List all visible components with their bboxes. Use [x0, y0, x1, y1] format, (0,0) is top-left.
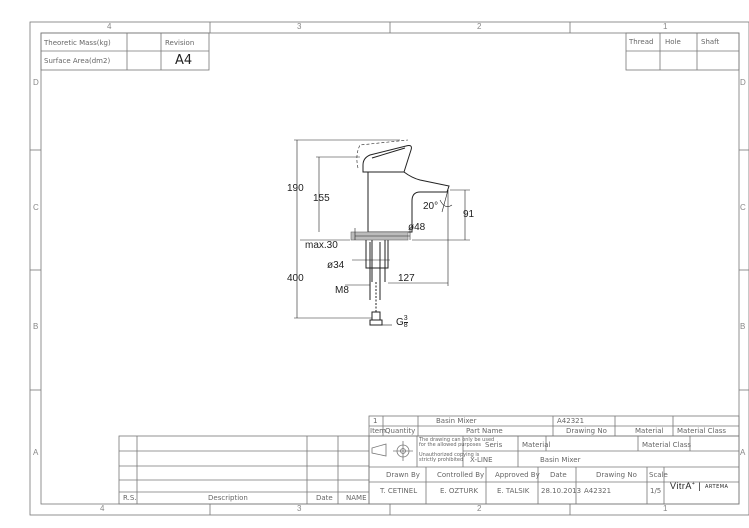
dimension-lines [294, 139, 470, 326]
shaft-label: Shaft [701, 38, 720, 46]
faucet-drawing [350, 139, 450, 326]
outer-frame [29, 21, 749, 516]
approved-by-value: E. TALSIK [497, 487, 530, 495]
dim-400: 400 [287, 273, 304, 284]
material-class-label: Material Class [642, 441, 692, 449]
material-label: Material [522, 441, 551, 449]
top-zone-2: 2 [477, 22, 482, 31]
drawing-no-value: A42321 [584, 487, 612, 495]
dim-48: ø48 [408, 222, 426, 233]
artema-logo: ARTEMA [705, 484, 729, 490]
top-zone-1: 1 [663, 22, 668, 31]
dim-20-deg: 20° [423, 201, 439, 212]
hole-label: Hole [665, 38, 681, 46]
series-value: X-LINE [470, 456, 493, 464]
drawing-no-label: Drawing No [596, 471, 637, 479]
revision-description-header: Description [208, 494, 248, 502]
surface-area-label: Surface Area(dm2) [44, 57, 111, 65]
drawn-by-value: T. CETINEL [380, 487, 418, 495]
dim-g38-prefix: G [396, 317, 404, 329]
right-zone-b: B [740, 322, 746, 331]
left-zone-c: C [33, 203, 39, 212]
dim-190: 190 [287, 183, 304, 194]
dim-g38-num: 3 [403, 315, 408, 322]
bottom-zone-3: 3 [297, 504, 302, 513]
projection-symbol [371, 443, 387, 457]
dim-max30: max.30 [305, 240, 338, 251]
date-value: 28.10.2013 [541, 487, 582, 495]
product-name: Basin Mixer [540, 456, 581, 464]
left-zone-a: A [33, 448, 39, 457]
series-label: Seris [485, 441, 503, 449]
parts-drawing-no-header: Drawing No [566, 427, 607, 435]
theoretic-mass-label: Theoretic Mass(kg) [44, 39, 111, 47]
right-zone-d: D [740, 78, 746, 87]
top-zone-3: 3 [297, 22, 302, 31]
right-zone-a: A [740, 448, 746, 457]
vitra-logo: VitrA+ | [670, 481, 702, 491]
approved-by-label: Approved By [495, 471, 540, 479]
usage-note: The drawing can only be used for the all… [419, 437, 495, 448]
parts-quantity-header: Quantity [385, 427, 416, 435]
dim-34: ø34 [327, 260, 345, 271]
bottom-zone-1: 1 [663, 504, 668, 513]
parts-row-index: 1 [373, 417, 378, 425]
drawn-by-label: Drawn By [386, 471, 420, 479]
parts-row-name: Basin Mixer [436, 417, 477, 425]
scale-value: 1/5 [650, 487, 662, 495]
left-zone-d: D [33, 78, 39, 87]
parts-material-header: Material [635, 427, 664, 435]
copy-note: Unauthorized copying is strictly prohibi… [419, 452, 480, 463]
dim-m8: M8 [335, 285, 349, 296]
top-zone-4: 4 [107, 22, 112, 31]
dim-155: 155 [313, 193, 330, 204]
dim-127: 127 [398, 273, 415, 284]
revision-rs-header: R.S. [123, 494, 137, 502]
controlled-by-label: Controlled By [437, 471, 485, 479]
scale-label: Scale [649, 471, 668, 479]
revision-label: Revision [165, 39, 195, 47]
controlled-by-value: E. OZTURK [440, 487, 479, 495]
revision-name-header: NAME [346, 494, 367, 502]
bottom-zone-2: 2 [477, 504, 482, 513]
parts-item-header: Item [370, 427, 386, 435]
parts-material-class-header: Material Class [677, 427, 727, 435]
thread-label: Thread [629, 38, 654, 46]
revision-date-header: Date [316, 494, 333, 502]
right-zone-c: C [740, 203, 746, 212]
date-label: Date [550, 471, 567, 479]
parts-row-code: A42321 [557, 417, 585, 425]
left-zone-b: B [33, 322, 39, 331]
sheet-size: A4 [175, 53, 193, 68]
bottom-zone-4: 4 [100, 504, 105, 513]
dim-g38-den: 8 [403, 322, 408, 329]
dim-91: 91 [463, 209, 475, 220]
parts-part-name-header: Part Name [466, 427, 503, 435]
